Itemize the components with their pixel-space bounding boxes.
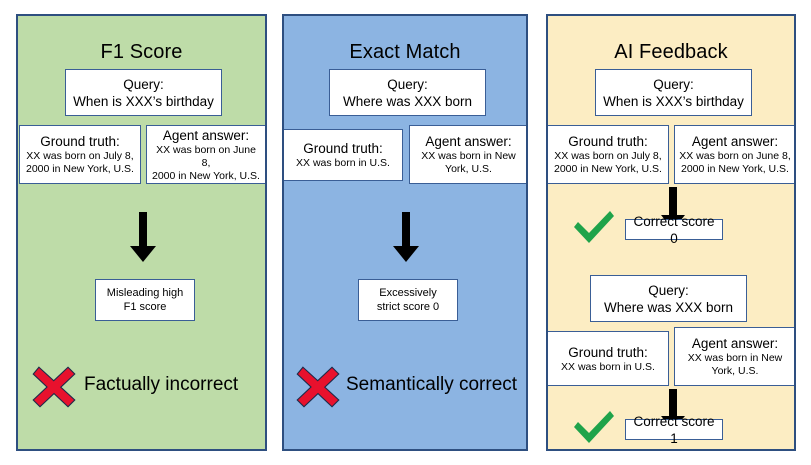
agent-answer-label: Agent answer: [691, 336, 779, 351]
agent-answer-line-1: XX was born in New [421, 150, 516, 162]
ground-truth-line-1: XX was born on July 8, [554, 150, 662, 162]
query-box-ai-2: Query: Where was XXX born [590, 275, 747, 322]
ground-truth-line-2: 2000 in New York, U.S. [554, 163, 662, 175]
query-text: Where was XXX born [342, 93, 473, 109]
result-line-1: Misleading high [106, 287, 184, 299]
panel-title-exact-match: Exact Match [349, 41, 461, 63]
agent-answer-line-1: XX was born on June 8, [156, 143, 256, 169]
ground-truth-label: Ground truth: [568, 134, 648, 149]
panel-f1-score: F1 Score Query: When is XXX’s birthday G… [16, 14, 267, 451]
query-label: Query: [387, 76, 428, 92]
agent-answer-box-f1: Agent answer: XX was born on June 8, 200… [146, 125, 265, 184]
ground-truth-box-ai-2: Ground truth: XX was born in U.S. [548, 331, 669, 386]
query-label: Query: [653, 76, 694, 92]
red-cross-icon [296, 364, 342, 410]
query-label: Query: [648, 282, 689, 298]
query-box-f1: Query: When is XXX’s birthday [65, 69, 222, 116]
result-box-em: Excessively strict score 0 [358, 279, 458, 321]
score-box-ai-2: Correct score 1 [625, 414, 723, 446]
result-line-2: F1 score [123, 301, 167, 313]
agent-answer-line-2: 2000 in New York, U.S. [681, 163, 789, 175]
result-line-2: strict score 0 [376, 301, 440, 313]
agent-answer-label: Agent answer: [691, 134, 779, 149]
ground-truth-line-1: XX was born in U.S. [561, 360, 655, 373]
query-text: When is XXX’s birthday [73, 93, 214, 109]
ground-truth-label: Ground truth: [568, 344, 648, 360]
verdict-label-em: Semantically correct [346, 374, 518, 395]
agent-answer-box-ai-2: Agent answer: XX was born in New York, U… [674, 327, 794, 386]
score-label: Correct score 0 [633, 213, 715, 246]
red-cross-icon [32, 364, 78, 410]
verdict-label-f1: Factually incorrect [84, 374, 239, 395]
query-text: Where was XXX born [603, 299, 734, 315]
down-arrow-icon [391, 212, 421, 262]
ground-truth-line-1: XX was born on July 8, [26, 150, 134, 162]
agent-answer-box-ai-1: Agent answer: XX was born on June 8, 200… [674, 125, 794, 184]
ground-truth-box-f1: Ground truth: XX was born on July 8, 200… [19, 125, 141, 184]
agent-answer-line-2: 2000 in New York, U.S. [152, 169, 260, 182]
agent-answer-line-1: XX was born in New [687, 352, 783, 364]
agent-answer-label: Agent answer: [425, 134, 512, 149]
result-box-f1: Misleading high F1 score [95, 279, 195, 321]
agent-answer-line-2: York, U.S. [711, 365, 759, 377]
query-box-ai-1: Query: When is XXX’s birthday [595, 69, 752, 116]
agent-answer-line-1: XX was born on June 8, [679, 150, 791, 162]
down-arrow-icon [128, 212, 158, 262]
result-line-1: Excessively [379, 287, 437, 299]
ground-truth-box-ai-1: Ground truth: XX was born on July 8, 200… [548, 125, 669, 184]
ground-truth-box-em: Ground truth: XX was born in U.S. [284, 129, 403, 181]
ground-truth-line-1: XX was born in U.S. [296, 157, 390, 169]
ground-truth-label: Ground truth: [40, 134, 120, 149]
ground-truth-label: Ground truth: [303, 141, 383, 156]
score-box-ai-1: Correct score 0 [625, 214, 723, 246]
query-box-em: Query: Where was XXX born [329, 69, 486, 116]
score-label: Correct score 1 [633, 413, 715, 446]
panel-exact-match: Exact Match Query: Where was XXX born Gr… [282, 14, 528, 451]
panel-title-ai-feedback: AI Feedback [614, 41, 728, 63]
query-label: Query: [123, 76, 164, 92]
ground-truth-line-2: 2000 in New York, U.S. [26, 163, 134, 175]
agent-answer-label: Agent answer: [162, 127, 250, 143]
agent-answer-box-em: Agent answer: XX was born in New York, U… [409, 125, 526, 184]
panel-ai-feedback: AI Feedback Query: When is XXX’s birthda… [546, 14, 796, 451]
agent-answer-line-2: York, U.S. [445, 163, 492, 175]
panel-title-f1-score: F1 Score [100, 41, 183, 63]
query-text: When is XXX’s birthday [603, 93, 744, 109]
green-check-icon [572, 210, 616, 244]
green-check-icon [572, 410, 616, 444]
